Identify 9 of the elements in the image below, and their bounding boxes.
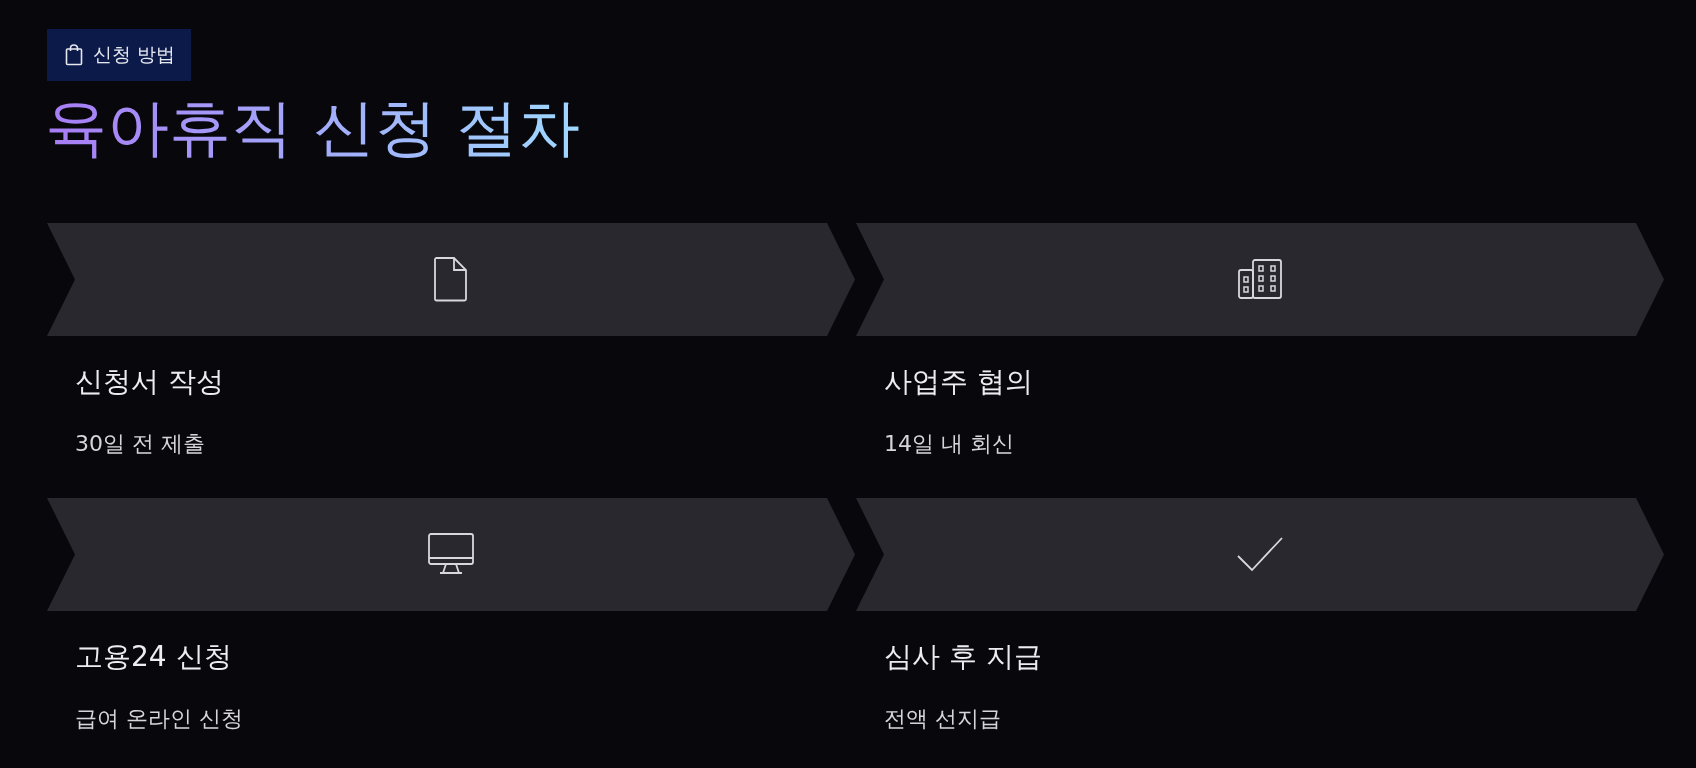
- step-description: 급여 온라인 신청: [75, 705, 243, 733]
- step-title: 신청서 작성: [75, 364, 224, 400]
- badge-label: 신청 방법: [93, 42, 176, 67]
- step-title: 심사 후 지급: [884, 639, 1042, 675]
- step-description: 전액 선지급: [884, 705, 1001, 733]
- step-description: 14일 내 회신: [884, 430, 1014, 458]
- step-description: 30일 전 제출: [75, 430, 205, 458]
- step-title: 고용24 신청: [75, 639, 232, 675]
- step-title: 사업주 협의: [884, 364, 1033, 400]
